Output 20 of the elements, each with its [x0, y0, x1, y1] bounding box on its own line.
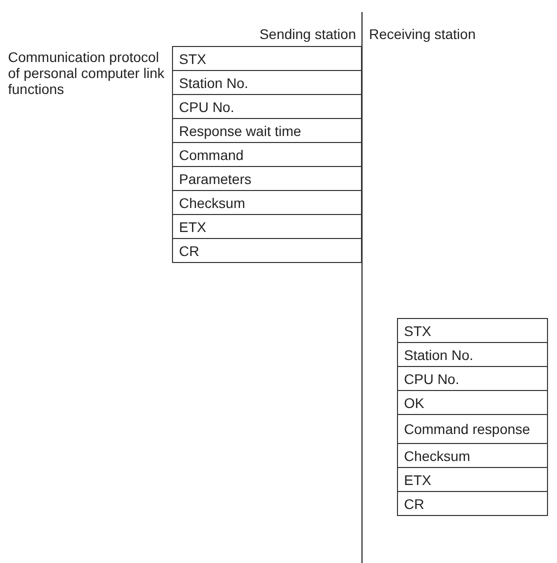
- frame-field-cell: CPU No.: [397, 366, 548, 391]
- frame-field-cell: Command: [172, 142, 362, 167]
- frame-field-cell: Checksum: [397, 443, 548, 468]
- frame-field-cell: Parameters: [172, 166, 362, 191]
- frame-field-cell: CR: [172, 238, 362, 263]
- frame-field-cell: Response wait time: [172, 118, 362, 143]
- frame-field-cell: ETX: [172, 214, 362, 239]
- column-heading: Receiving station: [369, 26, 476, 42]
- description-text: Communication protocol of personal computer link functions: [8, 49, 166, 97]
- frame-field-cell: ETX: [397, 467, 548, 492]
- frame-field-cell: OK: [397, 390, 548, 415]
- frame-field-cell: STX: [397, 318, 548, 343]
- frame-field-cell: STX: [172, 46, 362, 71]
- frame-field-cell: Station No.: [172, 70, 362, 95]
- frame-field-cell: CR: [397, 491, 548, 516]
- frame-field-cell: Command response: [397, 414, 548, 444]
- frame-field-cell: Checksum: [172, 190, 362, 215]
- column-heading: Sending station: [259, 26, 356, 42]
- frame-field-cell: CPU No.: [172, 94, 362, 119]
- frame-field-cell: Station No.: [397, 342, 548, 367]
